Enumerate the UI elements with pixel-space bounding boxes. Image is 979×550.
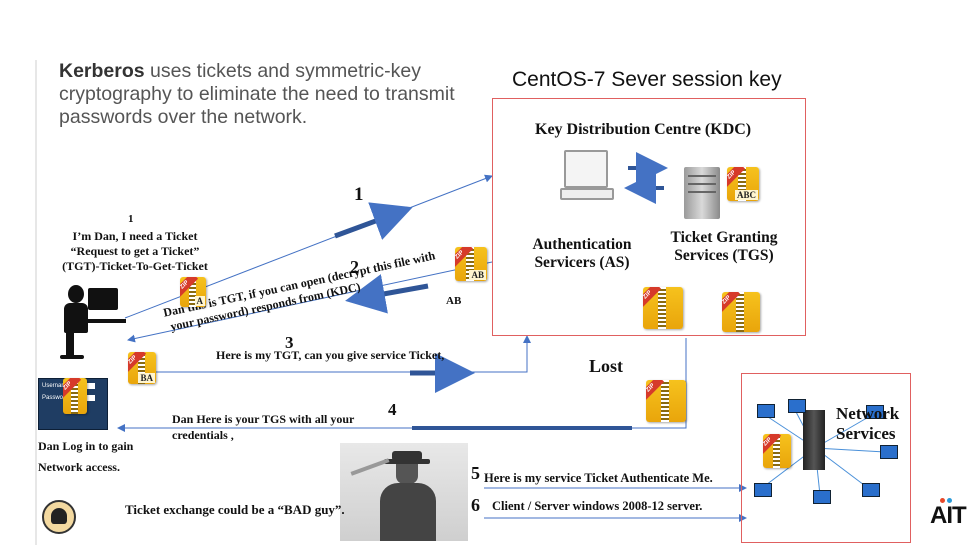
intro-bold: Kerberos <box>59 60 145 82</box>
as-label: Authentication Servicers (AS) <box>532 236 632 271</box>
zip-kdc-2-icon: ZIP <box>722 292 760 332</box>
step1-note-line: “Request to get a Ticket” <box>70 244 200 258</box>
network-pc-icon <box>880 445 898 459</box>
brand-logo-dot <box>940 498 945 503</box>
step3-text: Here is my TGT, can you give service Tic… <box>216 348 445 362</box>
step1-note-line: (TGT)-Ticket-To-Get-Ticket <box>62 259 208 273</box>
tgs-server-icon <box>684 167 720 219</box>
network-services-line: Network <box>836 404 900 423</box>
kdc-box <box>492 98 806 336</box>
step5-number: 5 <box>471 463 480 483</box>
step1-thick-arrow <box>334 202 413 240</box>
login-caption-line: Network access. <box>38 460 120 474</box>
login-username-label: Username <box>42 383 70 389</box>
network-services-label: Network Services <box>836 404 899 444</box>
step6-text: Client / Server windows 2008-12 server. <box>492 499 703 513</box>
kdc-title: Key Distribution Centre (KDC) <box>535 121 752 138</box>
step1-note-line: I’m Dan, I need a Ticket <box>72 229 198 243</box>
step2-thick-arrow <box>345 274 429 314</box>
step4-text-line: Dan Here is your TGS with all your <box>172 412 355 426</box>
bad-guy-caption: Ticket exchange could be a “BAD guy”. <box>125 502 345 517</box>
step2-line <box>127 261 493 343</box>
zip-a-label: A <box>194 296 205 306</box>
user-at-computer-icon <box>60 283 128 363</box>
login-caption: Dan Log in to gain Network access. <box>38 436 133 478</box>
bad-guy-logo-icon <box>42 500 76 534</box>
kdc-heading: CentOS-7 Sever session key <box>512 68 782 91</box>
step2-number: 2 <box>350 257 359 277</box>
step4-line <box>117 338 687 432</box>
network-pc-icon <box>813 490 831 504</box>
zip-login-icon: ZIP <box>63 378 87 414</box>
intro-rest: uses tickets and symmetric-key cryptogra… <box>59 60 455 128</box>
step1-number: 1 <box>354 184 364 205</box>
step3-number: 3 <box>285 333 294 352</box>
login-caption-line: Dan Log in to gain <box>38 439 134 453</box>
step4-text: Dan Here is your TGS with all your crede… <box>172 411 354 443</box>
network-server-icon <box>803 410 825 470</box>
ab-caption: AB <box>446 295 462 307</box>
zip-kdc-1-icon: ZIP <box>643 287 683 329</box>
network-pc-icon <box>757 404 775 418</box>
network-pc-icon <box>788 399 806 413</box>
as-computer-icon <box>558 150 614 200</box>
step6-number: 6 <box>471 495 480 515</box>
lost-label: Lost <box>589 356 624 376</box>
brand-logo-dot <box>947 498 952 503</box>
zip-lost-icon: ZIP <box>646 380 686 422</box>
zip-ba-label: BA <box>138 373 155 383</box>
step4-text-line: credentials , <box>172 428 234 442</box>
login-password-label: Password <box>42 395 69 401</box>
brand-logo: AIT <box>930 502 967 529</box>
intro-text: Kerberos uses tickets and symmetric-key … <box>59 60 479 129</box>
step4-number: 4 <box>388 400 397 419</box>
zip-network-icon: ZIP <box>763 434 791 468</box>
step5-text: Here is my service Ticket Authenticate M… <box>484 471 713 485</box>
network-services-box <box>741 373 911 543</box>
network-services-line: Services <box>836 424 896 443</box>
zip-ab-label: AB <box>469 270 486 280</box>
network-pc-icon <box>754 483 772 497</box>
network-pc-icon <box>866 405 884 419</box>
zip-abc-label: ABC <box>734 190 758 200</box>
network-pc-icon <box>862 483 880 497</box>
step1-note: I’m Dan, I need a Ticket “Request to get… <box>60 229 210 274</box>
step3-line <box>150 335 531 373</box>
tgs-label: Ticket Granting Services (TGS) <box>670 229 778 264</box>
step1-note-number: 1 <box>128 213 134 225</box>
bad-guy-image <box>340 443 468 541</box>
